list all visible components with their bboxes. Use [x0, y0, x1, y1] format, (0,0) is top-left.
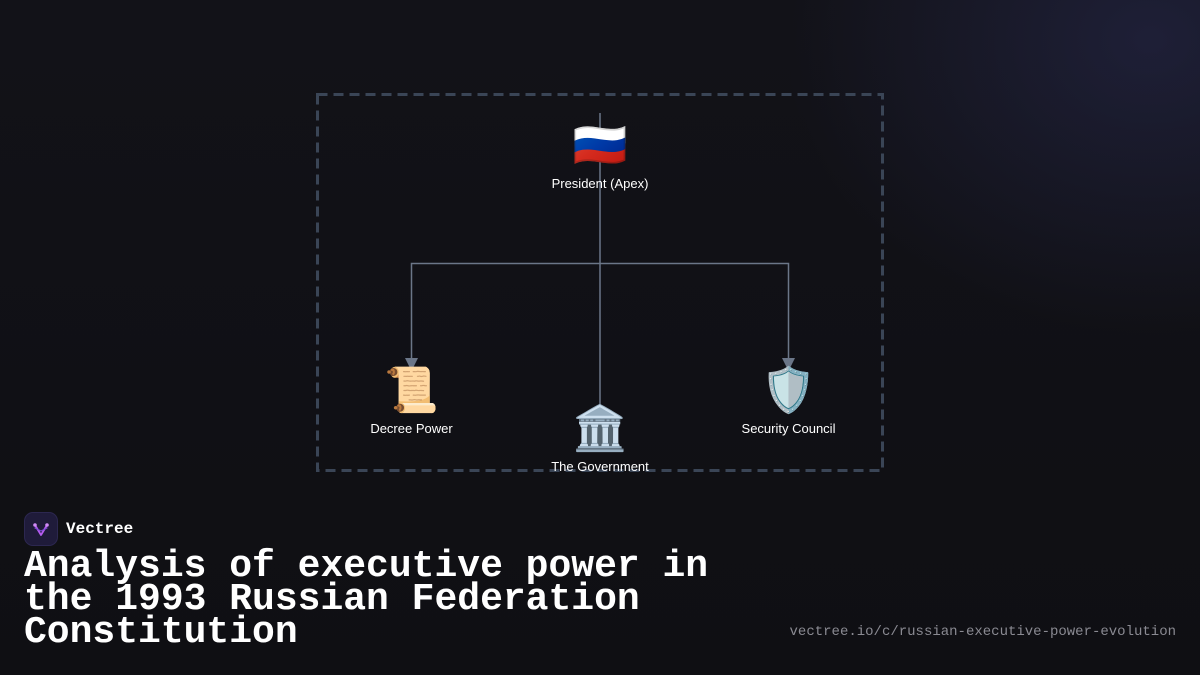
scroll-icon: 📜 — [384, 366, 439, 415]
page-title: Analysis of executive power in the 1993 … — [24, 545, 709, 654]
brand-name: Vectree — [66, 520, 134, 538]
classical-building-icon: 🏛️ — [572, 404, 628, 453]
node-label-decree-power: Decree Power — [370, 421, 453, 436]
node-label-president: President (Apex) — [551, 176, 649, 191]
connector-apex-to-decree — [410, 262, 600, 360]
arrowhead-security — [782, 358, 795, 371]
brand[interactable]: Vectree — [24, 512, 133, 546]
node-decree-power[interactable]: 📜 Decree Power — [332, 366, 492, 437]
node-president[interactable]: 🇷🇺 President (Apex) — [520, 121, 680, 192]
node-government[interactable]: 🏛️ The Government — [520, 404, 680, 475]
vectree-logo-icon — [24, 512, 58, 546]
source-url[interactable]: vectree.io/c/russian-executive-power-evo… — [789, 624, 1176, 640]
node-security-council[interactable]: 🛡️ Security Council — [709, 366, 869, 437]
arrowhead-decree — [405, 358, 418, 371]
node-label-government: The Government — [551, 459, 649, 474]
boundary-box — [316, 93, 884, 472]
russian-flag-icon: 🇷🇺 — [572, 121, 628, 170]
connector-apex-to-security — [600, 262, 790, 360]
shield-icon: 🛡️ — [761, 366, 816, 415]
node-label-security-council: Security Council — [741, 421, 836, 436]
